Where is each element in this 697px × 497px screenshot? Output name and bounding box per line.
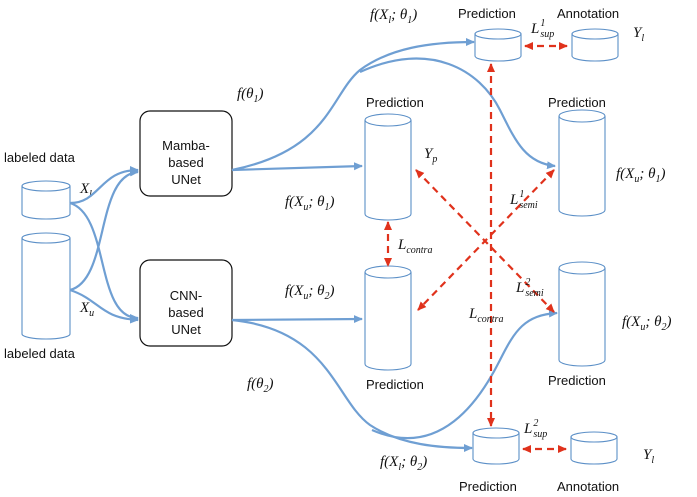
annotation-label-bottom: Annotation [557,479,619,494]
mamba-to-semi-pred-arrow [359,57,556,170]
f-xl-theta1-label: f(Xl; θ1) [370,7,417,26]
cnn-unet-box: CNN- based UNet [139,259,233,347]
f-xu-theta1-right-label: f(Xu; θ1) [616,166,665,185]
mamba-line-2: based [168,155,203,170]
mamba-to-center-pred-arrow [231,162,363,172]
semi-prediction-cylinder-top [558,109,606,217]
mamba-line-3: UNet [171,172,201,187]
mamba-to-sup-pred-arrow [231,38,475,172]
f-xu-theta2-center-label: f(Xu; θ2) [285,283,334,302]
cnn-line-1: CNN- [170,288,203,303]
cnn-to-sup-pred-arrow [231,318,473,452]
xu-to-cnn-arrow [69,288,139,324]
sup-prediction-cylinder-bottom [472,427,520,465]
semi-prediction-label-top: Prediction [548,95,606,110]
f-xu-theta1-center-label: f(Xu; θ1) [285,194,334,213]
cnn-to-center-pred-arrow [231,315,363,324]
xl-to-cnn-arrow [69,201,139,322]
annotation-label-top: Annotation [557,6,619,21]
y-p-label: Yp [424,146,437,165]
annotation-cylinder-bottom [570,431,618,465]
xl-to-mamba-arrow [69,166,139,205]
cnn-to-semi-pred-arrow [371,309,558,440]
center-prediction-cylinder-bottom [364,265,412,371]
center-prediction-label-top: Prediction [366,95,424,110]
labeled-data-cylinder [21,180,71,220]
f-theta2-label: f(θ2) [247,376,274,395]
l-contra-center-label: Lcontra [397,237,432,256]
x-u-label: Xu [79,300,94,319]
mamba-line-1: Mamba- [162,138,210,153]
semi-prediction-label-bottom: Prediction [548,373,606,388]
center-prediction-label-bottom: Prediction [366,377,424,392]
labeled-data-label-top: labeled data [4,150,76,165]
semi-prediction-cylinder-bottom [558,261,606,367]
f-xl-theta2-label: f(Xl; θ2) [380,454,427,473]
cnn-line-3: UNet [171,322,201,337]
l-semi2-arrow [415,169,555,313]
cnn-line-2: based [168,305,203,320]
sup-prediction-label-bottom: Prediction [459,479,517,494]
f-xu-theta2-right-label: f(Xu; θ2) [622,314,671,333]
f-theta1-label: f(θ1) [237,86,264,105]
y-l-label-bottom: Yl [643,447,654,466]
y-l-label-top: Yl [633,25,644,44]
sup-prediction-cylinder-top [474,28,522,62]
center-prediction-cylinder-top [364,113,412,221]
labeled-data-label-bottom: labeled data [4,346,76,361]
unlabeled-data-cylinder [21,232,71,340]
l-contra-right-label: Lcontra [468,306,503,325]
xu-to-mamba-arrow [69,168,139,292]
sup-prediction-label-top: Prediction [458,6,516,21]
annotation-cylinder-top [571,28,619,62]
mamba-unet-box: Mamba- based UNet [139,110,233,197]
